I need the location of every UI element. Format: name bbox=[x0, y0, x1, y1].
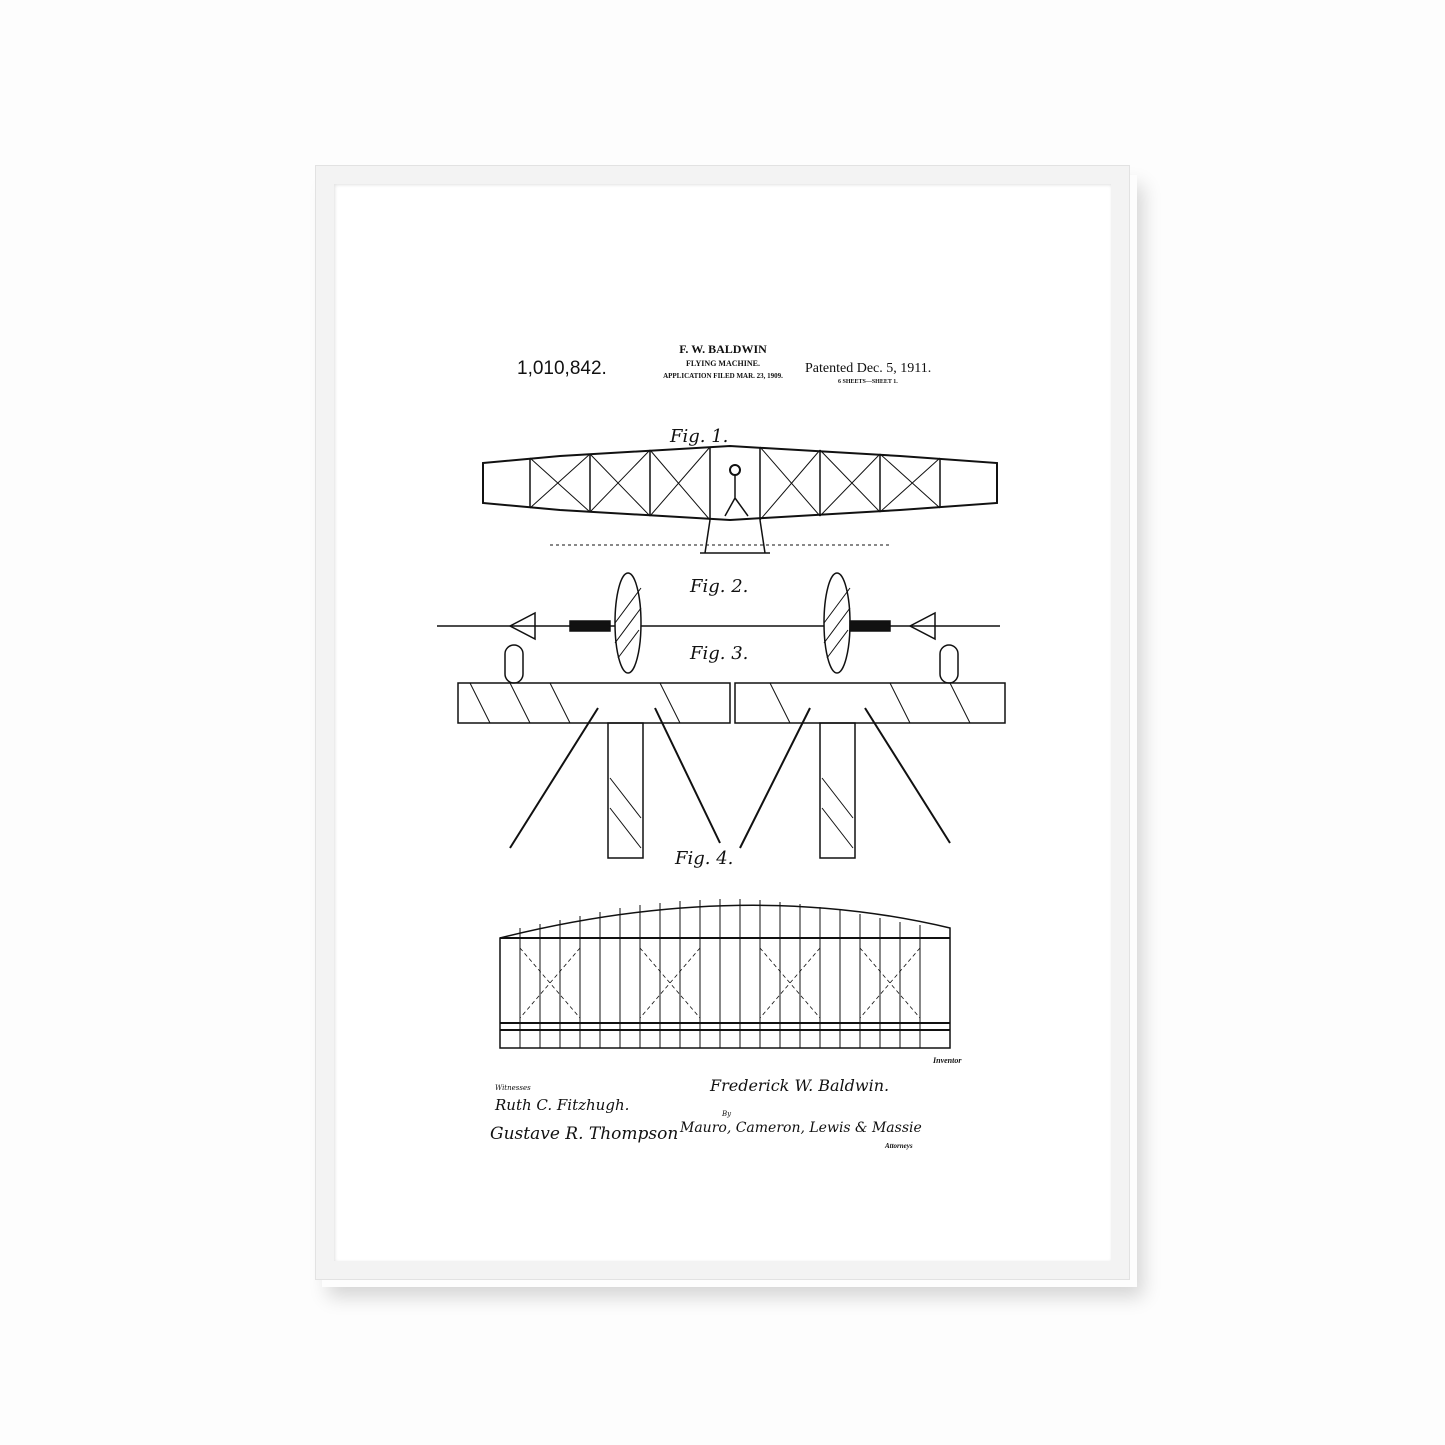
patent-print: F. W. BALDWIN FLYING MACHINE. APPLICATIO… bbox=[410, 258, 1035, 1190]
patent-title: FLYING MACHINE. bbox=[686, 359, 760, 368]
witness-2-signature: Gustave R. Thompson bbox=[490, 1124, 679, 1144]
application-date: APPLICATION FILED MAR. 23, 1909. bbox=[663, 372, 783, 380]
patented-date: Patented Dec. 5, 1911. bbox=[805, 361, 932, 376]
fig-3-spar-section bbox=[457, 644, 1006, 859]
sheet-count: 6 SHEETS—SHEET 1. bbox=[838, 379, 898, 385]
fig-4-wing-rib bbox=[499, 899, 951, 1049]
by-label: By bbox=[722, 1110, 732, 1118]
patent-drawings bbox=[437, 444, 1006, 1049]
fig-2-cable-assembly bbox=[437, 572, 1000, 674]
patent-number: 1,010,842. bbox=[517, 358, 607, 379]
fig-3-label: Fig. 3. bbox=[690, 643, 749, 664]
fig-4-label: Fig. 4. bbox=[675, 848, 734, 869]
inventor-label: Inventor bbox=[933, 1056, 962, 1065]
attorneys-signature: Mauro, Cameron, Lewis & Massie bbox=[680, 1120, 922, 1136]
witness-1-signature: Ruth C. Fitzhugh. bbox=[495, 1096, 630, 1114]
fig-2-label: Fig. 2. bbox=[690, 576, 749, 597]
witnesses-label: Witnesses bbox=[495, 1084, 531, 1092]
attorneys-label: Attorneys bbox=[885, 1142, 913, 1150]
fig-1-wing-frame bbox=[482, 444, 998, 554]
inventor-signature: Frederick W. Baldwin. bbox=[710, 1076, 890, 1095]
inventor-name: F. W. BALDWIN bbox=[679, 342, 767, 356]
fig-1-label: Fig. 1. bbox=[670, 426, 729, 447]
